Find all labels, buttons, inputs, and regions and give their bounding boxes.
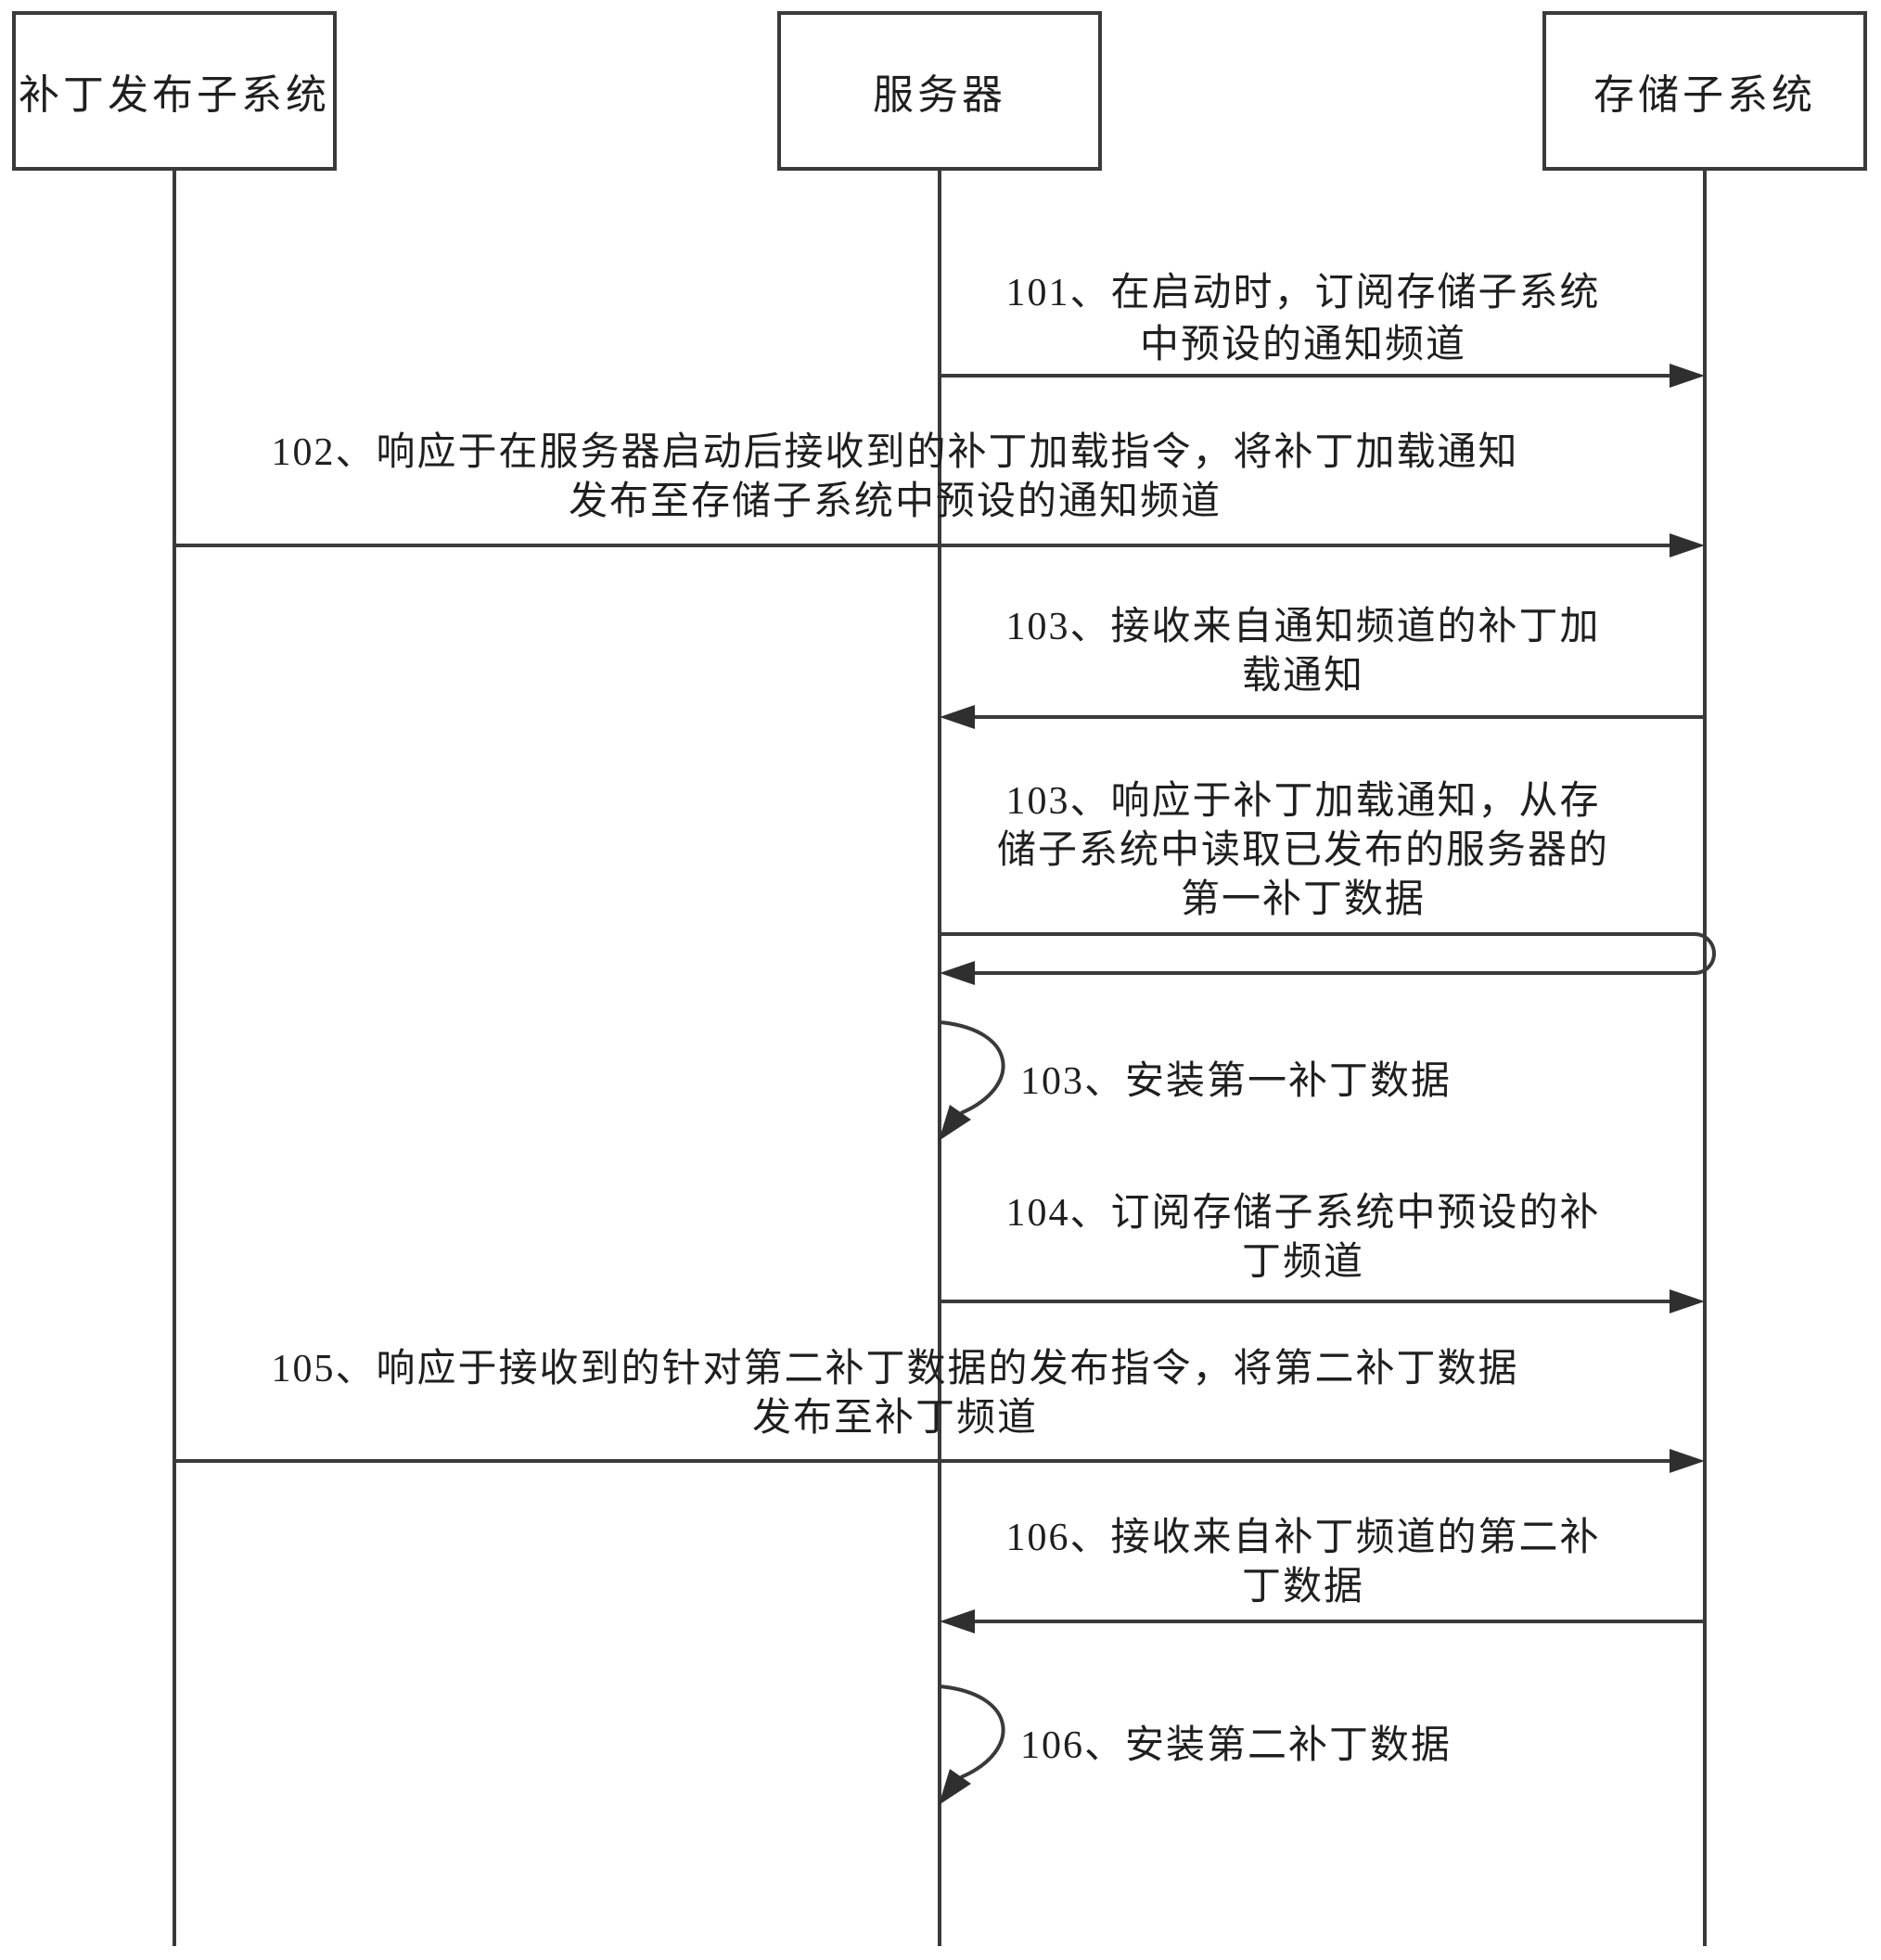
selfloop-103-install bbox=[939, 1020, 1005, 1141]
actor-label-storage-subsystem: 存储子系统 bbox=[1593, 72, 1816, 118]
selfloop-106-install bbox=[939, 1685, 1005, 1805]
actor-box-server: 服务器 bbox=[777, 11, 1102, 171]
arrowhead-left-icon bbox=[940, 705, 975, 729]
message-label-101: 101、在启动时，订阅存储子系统 中预设的通知频道 bbox=[1005, 272, 1601, 366]
arrow-103-receive bbox=[940, 705, 1705, 729]
arrowhead-down-left-icon bbox=[939, 1769, 971, 1805]
actor-label-server: 服务器 bbox=[873, 72, 1006, 118]
actor-label-patch-publish-subsystem: 补丁发布子系统 bbox=[19, 72, 330, 118]
message-label-103-receive: 103、接收来自通知频道的补丁加 载通知 bbox=[1005, 606, 1601, 698]
arrow-104 bbox=[940, 1289, 1705, 1313]
arrow-102 bbox=[174, 533, 1705, 557]
arrowhead-left-icon bbox=[940, 961, 975, 985]
message-label-102: 102、响应于在服务器启动后接收到的补丁加载指令，将补丁加载通知 发布至存储子系… bbox=[271, 431, 1519, 523]
message-label-106-install: 106、安装第二补丁数据 bbox=[1020, 1724, 1452, 1767]
actor-box-storage-subsystem: 存储子系统 bbox=[1542, 11, 1867, 171]
actor-box-patch-publish-subsystem: 补丁发布子系统 bbox=[12, 11, 337, 171]
arrow-101 bbox=[940, 364, 1705, 388]
arrowhead-left-icon bbox=[940, 1609, 975, 1633]
arrowhead-right-icon bbox=[1670, 1289, 1705, 1313]
arrowhead-down-left-icon bbox=[939, 1105, 971, 1141]
message-label-103-install: 103、安装第一补丁数据 bbox=[1020, 1060, 1452, 1103]
message-label-104: 104、订阅存储子系统中预设的补 丁频道 bbox=[1005, 1192, 1601, 1284]
arrowhead-right-icon bbox=[1670, 1449, 1705, 1473]
arrow-106-receive bbox=[940, 1609, 1705, 1633]
arrow-105 bbox=[174, 1449, 1705, 1473]
arrowhead-right-icon bbox=[1670, 533, 1705, 557]
arrow-103-read-return bbox=[940, 932, 1716, 985]
message-label-105: 105、响应于接收到的针对第二补丁数据的发布指令，将第二补丁数据 发布至补丁频道 bbox=[271, 1348, 1519, 1440]
message-label-103-read: 103、响应于补丁加载通知，从存 储子系统中读取已发布的服务器的 第一补丁数据 bbox=[996, 780, 1609, 921]
arrowhead-right-icon bbox=[1670, 364, 1705, 388]
message-label-106-receive: 106、接收来自补丁频道的第二补 丁数据 bbox=[1005, 1517, 1601, 1608]
